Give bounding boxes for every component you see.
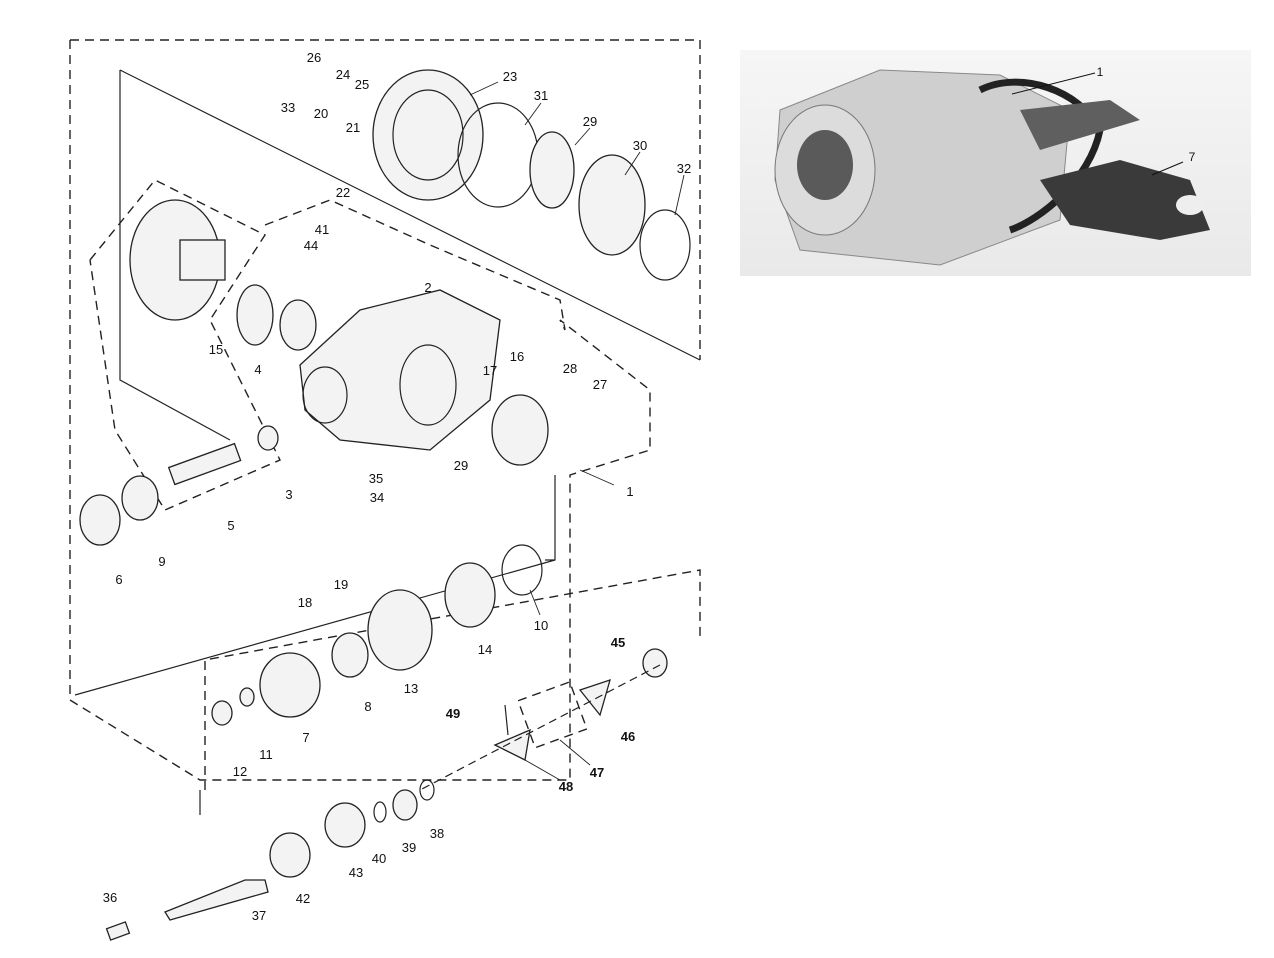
- callout-24: 24: [336, 67, 350, 82]
- leader-lines: [469, 81, 685, 781]
- callout-12: 12: [233, 764, 247, 779]
- callout-17: 17: [483, 363, 497, 378]
- callout-29: 29: [583, 114, 597, 129]
- callout-48: 48: [559, 779, 573, 794]
- callout-37: 37: [252, 908, 266, 923]
- callout-25: 25: [355, 77, 369, 92]
- photo-callout-1: 1: [1097, 65, 1104, 79]
- callout-9: 9: [158, 554, 165, 569]
- callout-11: 11: [259, 747, 273, 762]
- callout-19: 19: [334, 577, 348, 592]
- callout-22: 22: [336, 185, 350, 200]
- callout-49: 49: [446, 706, 460, 721]
- callout-13: 13: [404, 681, 418, 696]
- callout-8: 8: [364, 699, 371, 714]
- callout-15: 15: [209, 342, 223, 357]
- callout-20: 20: [314, 106, 328, 121]
- callout-40: 40: [372, 851, 386, 866]
- callout-32: 32: [677, 161, 691, 176]
- callout-45: 45: [611, 635, 625, 650]
- callout-1: 1: [626, 484, 633, 499]
- callout-31: 31: [534, 88, 548, 103]
- callout-46: 46: [621, 729, 635, 744]
- callout-5: 5: [227, 518, 234, 533]
- callout-labels: 26 24 25 23 33 20 21 31 29 30 32 22 41 4…: [103, 50, 691, 923]
- callout-34: 34: [370, 490, 384, 505]
- callout-42: 42: [296, 891, 310, 906]
- assembly-outline-main: [69, 39, 701, 781]
- callout-39: 39: [402, 840, 416, 855]
- parts: [79, 69, 691, 941]
- photo-callout-7: 7: [1189, 150, 1196, 164]
- assembly-outline-solid: [74, 69, 701, 696]
- callout-14: 14: [478, 642, 492, 657]
- callout-33: 33: [281, 100, 295, 115]
- callout-3: 3: [285, 487, 292, 502]
- callout-44: 44: [304, 238, 318, 253]
- differential-photo-illustration: 1 7: [774, 65, 1210, 266]
- callout-2: 2: [424, 280, 431, 295]
- callout-41: 41: [315, 222, 329, 237]
- product-photo: 1 7: [740, 50, 1251, 276]
- callout-18: 18: [298, 595, 312, 610]
- callout-27: 27: [593, 377, 607, 392]
- callout-29b: 29: [454, 458, 468, 473]
- callout-47: 47: [590, 765, 604, 780]
- callout-7: 7: [302, 730, 309, 745]
- assembly-outline-gear: [89, 179, 281, 511]
- callout-43: 43: [349, 865, 363, 880]
- callout-6: 6: [115, 572, 122, 587]
- callout-36: 36: [103, 890, 117, 905]
- callout-16: 16: [510, 349, 524, 364]
- callout-21: 21: [346, 120, 360, 135]
- callout-26: 26: [307, 50, 321, 65]
- callout-30: 30: [633, 138, 647, 153]
- callout-35: 35: [369, 471, 383, 486]
- callout-28: 28: [563, 361, 577, 376]
- callout-38: 38: [430, 826, 444, 841]
- callout-10: 10: [534, 618, 548, 633]
- callout-4: 4: [254, 362, 261, 377]
- callout-23: 23: [503, 69, 517, 84]
- assembly-outline-housing: [264, 199, 566, 331]
